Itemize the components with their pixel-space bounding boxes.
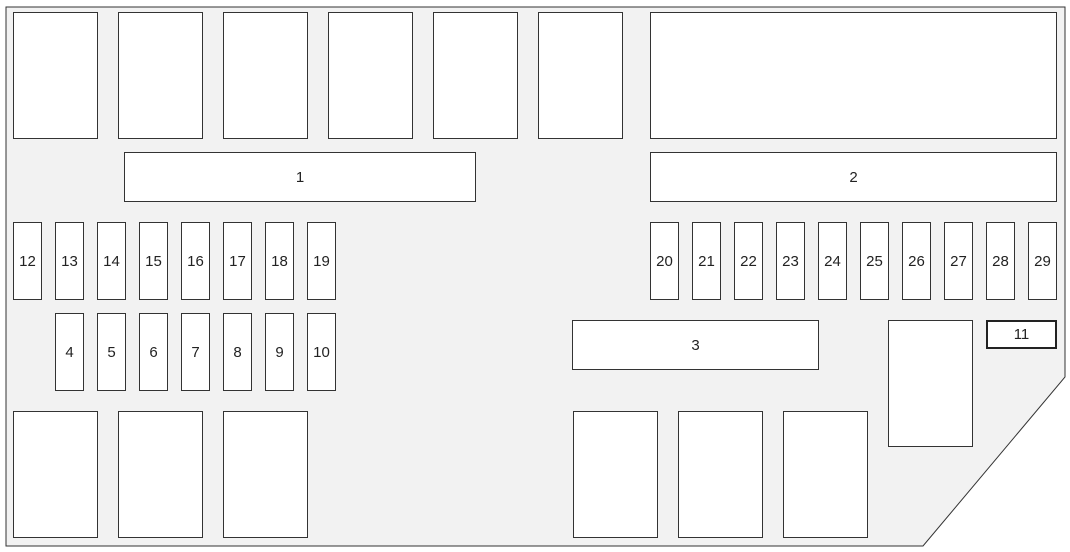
- fuse-number-label: 5: [107, 343, 116, 361]
- fuse-10: 10: [307, 313, 336, 391]
- fuse-19: 19: [307, 222, 336, 300]
- fuse-number-label: 22: [740, 252, 757, 270]
- relay-slot: [223, 411, 308, 538]
- fuse-number-label: 25: [866, 252, 883, 270]
- relay-block-large: [650, 12, 1057, 139]
- fuse-number-label: 10: [313, 343, 330, 361]
- fuse-22: 22: [734, 222, 763, 300]
- fuse-number-label: 4: [65, 343, 74, 361]
- fuse-23: 23: [776, 222, 805, 300]
- fuse-3: 3: [572, 320, 819, 370]
- fuse-number-label: 6: [149, 343, 158, 361]
- fuse-20: 20: [650, 222, 679, 300]
- fuse-17: 17: [223, 222, 252, 300]
- fuse-number-label: 2: [849, 168, 858, 186]
- fuse-18: 18: [265, 222, 294, 300]
- fuse-1: 1: [124, 152, 476, 202]
- relay-slot: [118, 12, 203, 139]
- relay-slot: [13, 411, 98, 538]
- fuse-number-label: 1: [295, 168, 305, 186]
- fuse-number-label: 27: [950, 252, 967, 270]
- fuse-number-label: 16: [187, 252, 204, 270]
- fuse-2: 2: [650, 152, 1057, 202]
- fuse-number-label: 19: [313, 252, 330, 270]
- fuse-6: 6: [139, 313, 168, 391]
- relay-slot: [223, 12, 308, 139]
- relay-slot: [433, 12, 518, 139]
- fuse-number-label: 9: [275, 343, 284, 361]
- fuse-16: 16: [181, 222, 210, 300]
- fuse-number-label: 11: [1013, 326, 1030, 343]
- fuse-28: 28: [986, 222, 1015, 300]
- fuse-number-label: 8: [233, 343, 242, 361]
- fuse-7: 7: [181, 313, 210, 391]
- fuse-number-label: 28: [992, 252, 1009, 270]
- fuse-number-label: 17: [229, 252, 246, 270]
- fuse-4: 4: [55, 313, 84, 391]
- relay-slot: [13, 12, 98, 139]
- fuse-number-label: 18: [271, 252, 288, 270]
- fuse-number-label: 20: [656, 252, 673, 270]
- relay-slot: [328, 12, 413, 139]
- fuse-15: 15: [139, 222, 168, 300]
- fuse-number-label: 15: [145, 252, 162, 270]
- relay-slot: [783, 411, 868, 538]
- relay-slot-tall: [888, 320, 973, 447]
- fuse-8: 8: [223, 313, 252, 391]
- fuse-24: 24: [818, 222, 847, 300]
- fuse-26: 26: [902, 222, 931, 300]
- fuse-5: 5: [97, 313, 126, 391]
- fuse-25: 25: [860, 222, 889, 300]
- fuse-13: 13: [55, 222, 84, 300]
- relay-slot: [573, 411, 658, 538]
- fuse-number-label: 21: [698, 252, 715, 270]
- fuse-number-label: 29: [1034, 252, 1051, 270]
- fuse-number-label: 24: [824, 252, 841, 270]
- fuse-number-label: 23: [782, 252, 799, 270]
- fuse-number-label: 12: [19, 252, 36, 270]
- fuse-number-label: 13: [61, 252, 78, 270]
- fuse-number-label: 26: [908, 252, 925, 270]
- relay-slot: [118, 411, 203, 538]
- fuse-9: 9: [265, 313, 294, 391]
- fuse-number-label: 14: [103, 252, 120, 270]
- fuse-14: 14: [97, 222, 126, 300]
- relay-slot: [678, 411, 763, 538]
- fuse-21: 21: [692, 222, 721, 300]
- fuse-12: 12: [13, 222, 42, 300]
- fuse-number-label: 3: [691, 336, 700, 354]
- fuse-29: 29: [1028, 222, 1057, 300]
- relay-slot: [538, 12, 623, 139]
- fuse-27: 27: [944, 222, 973, 300]
- fuse-11: 11: [986, 320, 1057, 349]
- fuse-number-label: 7: [191, 343, 200, 361]
